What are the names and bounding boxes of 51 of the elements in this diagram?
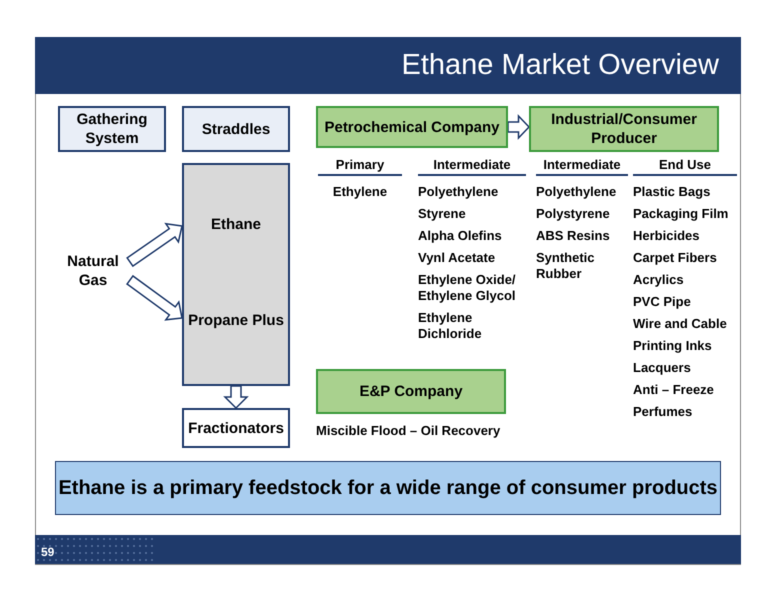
product-item: Ethylene Dichloride bbox=[418, 310, 483, 342]
product-bar bbox=[182, 163, 290, 386]
product-item: Herbicides bbox=[633, 228, 700, 244]
company-box bbox=[316, 369, 506, 414]
product-item: Anti – Freeze bbox=[633, 382, 715, 398]
block-arrow bbox=[507, 114, 530, 140]
product-item: Wire and Cable bbox=[633, 316, 728, 332]
product-item: Carpet Fibers bbox=[633, 250, 718, 266]
box-label: Natural Gas bbox=[66, 252, 120, 290]
product-item: Polyethylene bbox=[536, 184, 618, 200]
product-item: Styrene bbox=[418, 206, 467, 222]
product-item: Lacquers bbox=[633, 360, 692, 376]
box-label: Industrial/Consumer Producer bbox=[550, 110, 698, 148]
process-box bbox=[58, 106, 166, 152]
column-header: Primary bbox=[318, 157, 402, 176]
slide-title: Ethane Market Overview bbox=[401, 51, 719, 80]
product-item: Acrylics bbox=[633, 272, 685, 288]
box-label: Straddles bbox=[202, 120, 270, 138]
box-label: Petrochemical Company bbox=[324, 118, 500, 136]
box-label: Propane Plus bbox=[187, 311, 285, 330]
block-arrow bbox=[126, 222, 183, 268]
product-item: Ethylene Oxide/ Ethylene Glycol bbox=[418, 272, 517, 304]
product-item: Plastic Bags bbox=[633, 184, 712, 200]
product-item: Polyethylene bbox=[418, 184, 500, 200]
product-item: Vynl Acetate bbox=[418, 250, 496, 266]
box-label: Ethane bbox=[210, 215, 262, 234]
node-label: Miscible Flood – Oil Recovery bbox=[316, 422, 500, 440]
company-box bbox=[529, 106, 719, 152]
process-box bbox=[182, 106, 290, 152]
block-arrow bbox=[126, 274, 183, 321]
box-label: Ethane is a primary feedstock for a wide range of consumer products bbox=[58, 478, 718, 498]
box-label: E&P Company bbox=[359, 382, 463, 401]
product-item: Polystyrene bbox=[536, 206, 611, 222]
column-header: End Use bbox=[633, 157, 737, 176]
product-item: Packaging Film bbox=[633, 206, 730, 222]
column-header: Intermediate bbox=[418, 157, 526, 176]
product-item: Ethylene bbox=[332, 184, 388, 200]
product-item: Perfumes bbox=[633, 404, 694, 420]
box-label: Gathering System bbox=[76, 110, 148, 148]
company-box bbox=[316, 106, 508, 148]
product-item: PVC Pipe bbox=[633, 294, 692, 310]
column-header: Intermediate bbox=[536, 157, 628, 176]
block-arrow bbox=[223, 385, 249, 410]
product-item: Printing Inks bbox=[633, 338, 713, 354]
process-box bbox=[182, 408, 290, 448]
product-item: Alpha Olefins bbox=[418, 228, 503, 244]
product-item: ABS Resins bbox=[536, 228, 611, 244]
page-number: 59 bbox=[41, 544, 54, 561]
product-item: Synthetic Rubber bbox=[536, 250, 596, 282]
box-label: Fractionators bbox=[188, 418, 284, 438]
summary-banner bbox=[55, 461, 721, 515]
